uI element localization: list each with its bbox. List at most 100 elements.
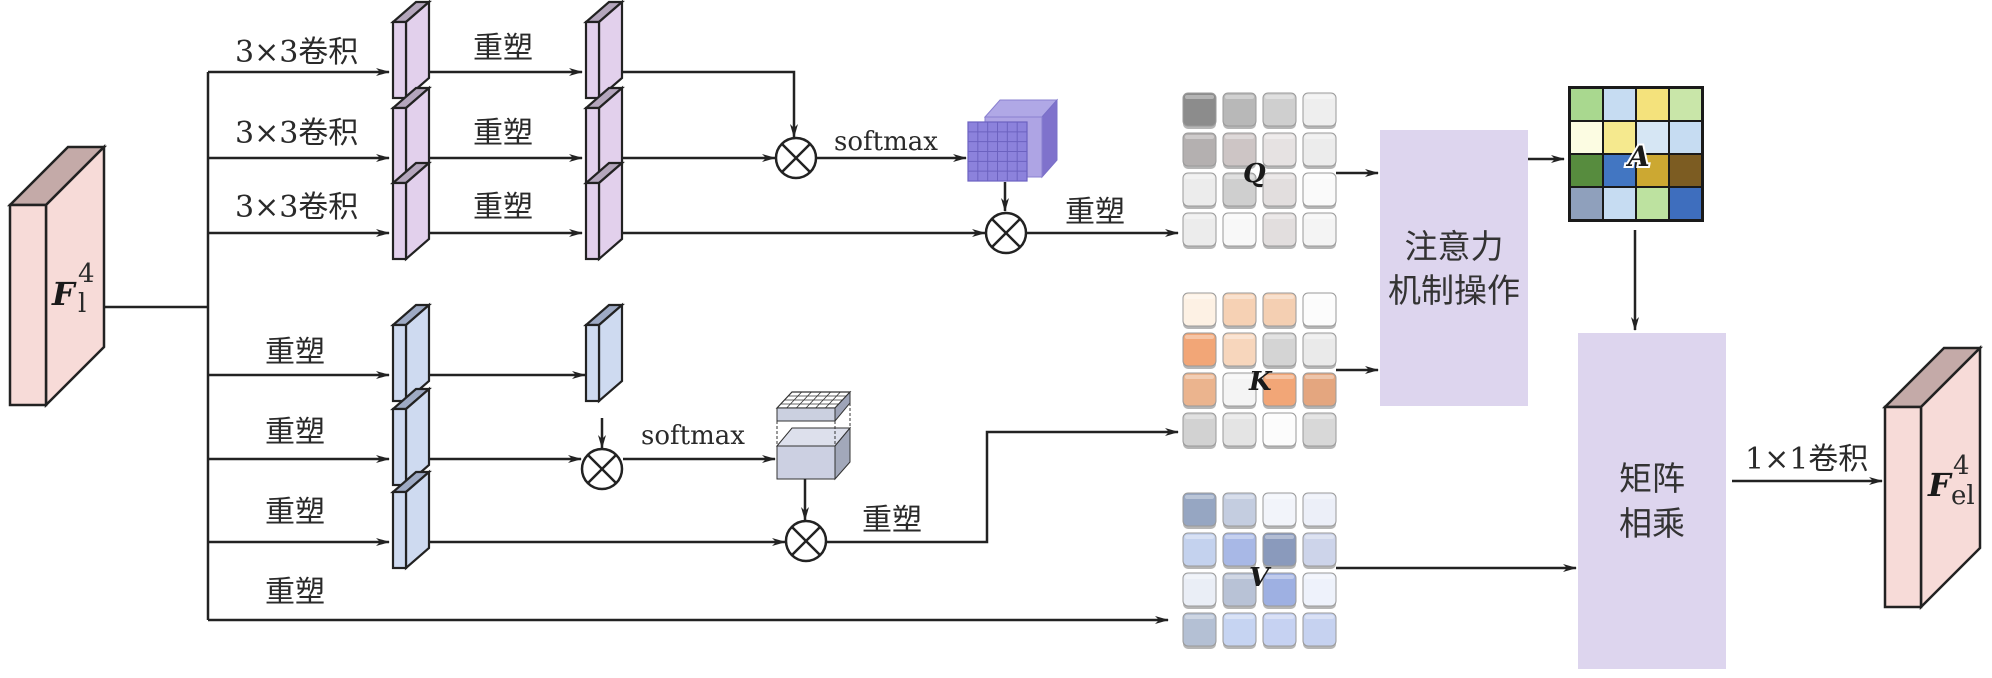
output-feature-block: F 4 el	[1881, 344, 1984, 611]
conv-label-2: 3×3卷积	[235, 116, 358, 151]
attention-map-matrix	[1568, 86, 1704, 222]
reshape-label-q-post: 重塑	[1065, 195, 1125, 230]
matrix-cell	[1222, 132, 1257, 169]
multiply-node-k2	[784, 519, 828, 563]
attention-cell	[1637, 155, 1668, 186]
conv-label-1: 3×3卷积	[235, 35, 358, 70]
qkv-connectors	[1336, 169, 1577, 572]
matrix-cell	[1302, 372, 1337, 409]
query-conv-feature-1	[390, 0, 432, 101]
matrix-cell	[1302, 492, 1337, 529]
matrix-cell	[1262, 612, 1297, 649]
output-symbol: F	[1927, 466, 1953, 504]
matrix-cell	[1222, 492, 1257, 529]
matrix-cell	[1302, 92, 1337, 129]
softmax-label-q: softmax	[834, 127, 938, 157]
matrix-cell	[1222, 212, 1257, 249]
key-matrix	[1182, 292, 1337, 449]
key-connectors	[208, 371, 1179, 624]
matrix-cell	[1222, 612, 1257, 649]
softmax-label-k: softmax	[641, 421, 745, 451]
reshape-label-k1: 重塑	[265, 335, 325, 370]
attention-cell	[1670, 89, 1701, 120]
matrix-cell	[1182, 612, 1217, 649]
matrix-multiply-box: 矩阵 相乘	[1578, 333, 1726, 669]
matrix-cell	[1302, 572, 1337, 609]
matrix-cell	[1302, 532, 1337, 569]
matrix-cell	[1182, 92, 1217, 129]
matrix-cell	[1222, 372, 1257, 409]
input-trunk	[104, 72, 210, 620]
reshape-label-q1: 重塑	[473, 31, 533, 66]
conv-label-3: 3×3卷积	[235, 190, 358, 225]
matrix-cell	[1182, 292, 1217, 329]
matrix-cell	[1182, 492, 1217, 529]
matrix-cell	[1222, 332, 1257, 369]
final-conv-label: 1×1卷积	[1745, 442, 1868, 477]
matmul-box-line2: 相乘	[1619, 504, 1685, 543]
output-subscript: el	[1951, 481, 1975, 511]
input-subscript: l	[78, 289, 86, 319]
matrix-cell	[1222, 172, 1257, 209]
matrix-cell	[1262, 332, 1297, 369]
matrix-cell	[1262, 132, 1297, 169]
matrix-cell	[1222, 532, 1257, 569]
attention-box-line2: 机制操作	[1388, 271, 1520, 310]
query-attention-cube	[967, 98, 1059, 182]
attention-operation-box: 注意力 机制操作	[1380, 130, 1528, 406]
key-reshaped-feature-1	[390, 302, 432, 404]
matrix-cell	[1302, 212, 1337, 249]
key-attention-cube	[775, 390, 852, 481]
attention-cell	[1571, 155, 1602, 186]
input-symbol: F	[51, 275, 77, 313]
matrix-cell	[1302, 332, 1337, 369]
matrix-cell	[1182, 572, 1217, 609]
matrix-cell	[1182, 332, 1217, 369]
query-connectors	[623, 70, 1179, 237]
attention-cell	[1670, 155, 1701, 186]
key-reshaped-feature-3	[390, 469, 432, 571]
output-superscript: 4	[1953, 451, 1970, 481]
attention-cell	[1571, 188, 1602, 219]
attention-cell	[1571, 89, 1602, 120]
matrix-cell	[1222, 412, 1257, 449]
query-matrix	[1182, 92, 1337, 249]
query-matrix-label: Q	[1243, 159, 1266, 189]
key-reshaped-feature-2	[390, 386, 432, 488]
reshape-label-q3: 重塑	[473, 190, 533, 225]
attention-cell	[1604, 89, 1635, 120]
matrix-cell	[1262, 572, 1297, 609]
attention-cell	[1637, 122, 1668, 153]
query-conv-feature-3	[390, 160, 432, 262]
key-branch	[208, 302, 625, 571]
attention-cell	[1604, 188, 1635, 219]
query-reshaped-feature-3	[583, 160, 625, 262]
matrix-cell	[1302, 292, 1337, 329]
matrix-cell	[1262, 92, 1297, 129]
reshape-label-k4: 重塑	[265, 575, 325, 610]
reshape-label-k-post: 重塑	[862, 503, 922, 538]
multiply-node-q2	[984, 211, 1028, 255]
attention-map-label: A	[1625, 140, 1650, 173]
attention-cell	[1670, 188, 1701, 219]
reshape-label-q2: 重塑	[473, 116, 533, 151]
attention-cell	[1670, 122, 1701, 153]
input-superscript: 4	[78, 259, 95, 289]
attention-cell	[1637, 89, 1668, 120]
query-reshaped-feature-1	[583, 0, 625, 101]
matrix-cell	[1302, 132, 1337, 169]
matrix-cell	[1262, 292, 1297, 329]
value-matrix-label: V	[1249, 563, 1272, 593]
input-feature-block: F 4 l	[6, 143, 108, 409]
matrix-cell	[1262, 172, 1297, 209]
matrix-cell	[1182, 212, 1217, 249]
matrix-cell	[1262, 372, 1297, 409]
attention-box-line1: 注意力	[1405, 227, 1504, 266]
matrix-cell	[1262, 212, 1297, 249]
matrix-cell	[1182, 172, 1217, 209]
reshape-label-k2: 重塑	[265, 415, 325, 450]
matrix-cell	[1182, 132, 1217, 169]
key-matrix-label: K	[1248, 367, 1273, 397]
matrix-cell	[1262, 532, 1297, 569]
